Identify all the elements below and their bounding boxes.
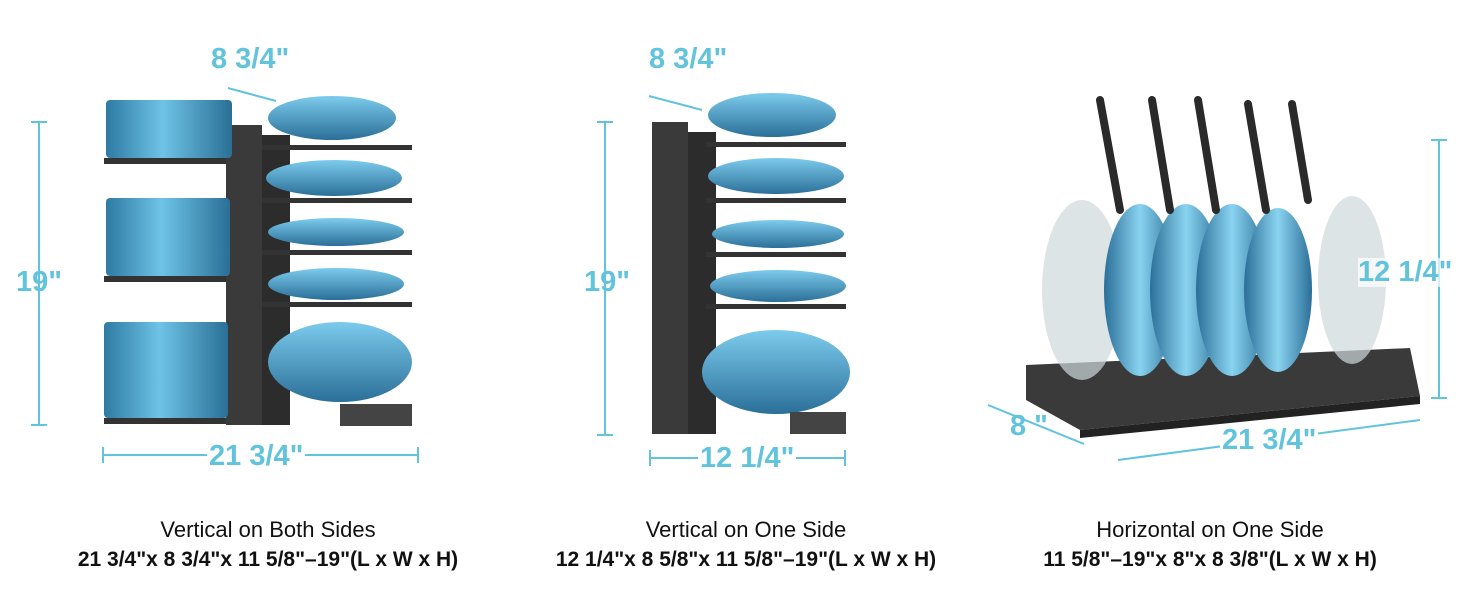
depth-label: 8 3/4" xyxy=(211,43,290,75)
pans xyxy=(702,93,850,434)
height-dimension-line xyxy=(597,121,613,436)
panel-horizontal-one-side: 8 " 12 1/4" 21 3/4" Horizontal on One Si… xyxy=(980,0,1464,600)
height-dimension-line xyxy=(31,121,47,426)
width-label: 12 1/4" xyxy=(698,442,797,474)
panel-vertical-one-side: 8 3/4" 19" 12 1/4" Vertical on One Side … xyxy=(520,0,980,600)
height-label: 19" xyxy=(584,266,631,298)
depth-dimension-line xyxy=(987,404,1085,445)
depth-dimension-line xyxy=(648,95,703,111)
panel-vertical-both-sides: 8 3/4" 19" 21 3/4" Vertical on Both Side… xyxy=(0,0,520,600)
standing-pans xyxy=(1042,196,1386,380)
depth-dimension-line xyxy=(227,87,277,102)
panel-title: Horizontal on One Side xyxy=(1096,517,1324,542)
height-label: 12 1/4" xyxy=(1358,256,1453,288)
depth-label: 8 " xyxy=(1010,410,1048,442)
depth-label: 8 3/4" xyxy=(649,43,728,75)
pan-handles xyxy=(1096,96,1312,214)
panel-size: 21 3/4"x 8 3/4"x 11 5/8"–19"(L x W x H) xyxy=(77,548,459,571)
rack-illustration-one-side xyxy=(597,93,850,466)
rack-column xyxy=(652,122,716,434)
rack-illustration-horizontal xyxy=(987,96,1447,461)
width-label: 21 3/4" xyxy=(207,440,306,472)
width-label: 21 3/4" xyxy=(1220,424,1319,456)
rack-base xyxy=(1026,348,1420,438)
height-label: 19" xyxy=(16,266,63,298)
right-pans xyxy=(262,96,412,426)
panel-size: 11 5/8"–19"x 8"x 8 3/8"(L x W x H) xyxy=(1043,548,1377,571)
rack-illustration-both-sides xyxy=(31,87,419,463)
panel-size: 12 1/4"x 8 5/8"x 11 5/8"–19"(L x W x H) xyxy=(555,548,937,571)
left-pots xyxy=(104,100,232,424)
panel-title: Vertical on Both Sides xyxy=(160,517,376,542)
panel-title: Vertical on One Side xyxy=(645,517,847,542)
